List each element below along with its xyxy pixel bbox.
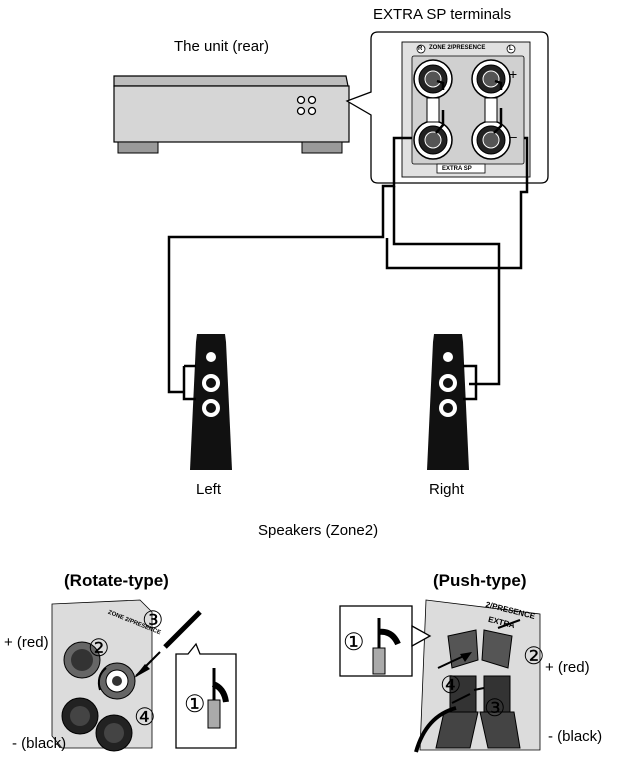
- push-type-title: (Push-type): [433, 571, 527, 590]
- right-speaker-label: Right: [429, 481, 465, 498]
- push-step-4: ④: [440, 672, 462, 699]
- left-speaker-label: Left: [196, 481, 222, 498]
- rotate-step-3: ③: [142, 607, 164, 634]
- plus-mark: +: [509, 66, 518, 82]
- unit-rear-label: The unit (rear): [174, 38, 270, 55]
- rotate-type-title: (Rotate-type): [64, 571, 169, 590]
- rotate-plus-label: + (red): [4, 634, 49, 651]
- speakers-caption: Speakers (Zone2): [258, 522, 379, 539]
- push-type-illustration: [339, 599, 541, 753]
- terminal-l-mark: L: [509, 46, 513, 52]
- push-step-2: ②: [523, 643, 545, 670]
- extra-sp-terminals-label: EXTRA SP terminals: [373, 6, 512, 23]
- push-step-3: ③: [484, 695, 506, 722]
- zone2-presence-label: ZONE 2/PRESENCE: [429, 45, 486, 51]
- rotate-type-illustration: [51, 599, 237, 752]
- extra-sp-panel-label: EXTRA SP: [442, 166, 472, 172]
- push-plus-label: + (red): [545, 659, 590, 676]
- rotate-step-2: ②: [88, 635, 110, 662]
- rotate-step-1: ①: [184, 691, 206, 718]
- rotate-minus-label: - (black): [12, 735, 67, 752]
- right-speaker-wire: [392, 186, 501, 386]
- extra-sp-terminals: [411, 44, 525, 174]
- terminal-r-mark: R: [418, 46, 423, 52]
- minus-mark: –: [509, 128, 517, 144]
- right-speaker: [427, 334, 478, 470]
- left-speaker: [182, 334, 232, 470]
- rotate-step-4: ④: [134, 704, 156, 731]
- unit-terminal-icon: [296, 95, 317, 116]
- push-minus-label: - (black): [548, 728, 603, 745]
- push-step-1: ①: [343, 629, 365, 656]
